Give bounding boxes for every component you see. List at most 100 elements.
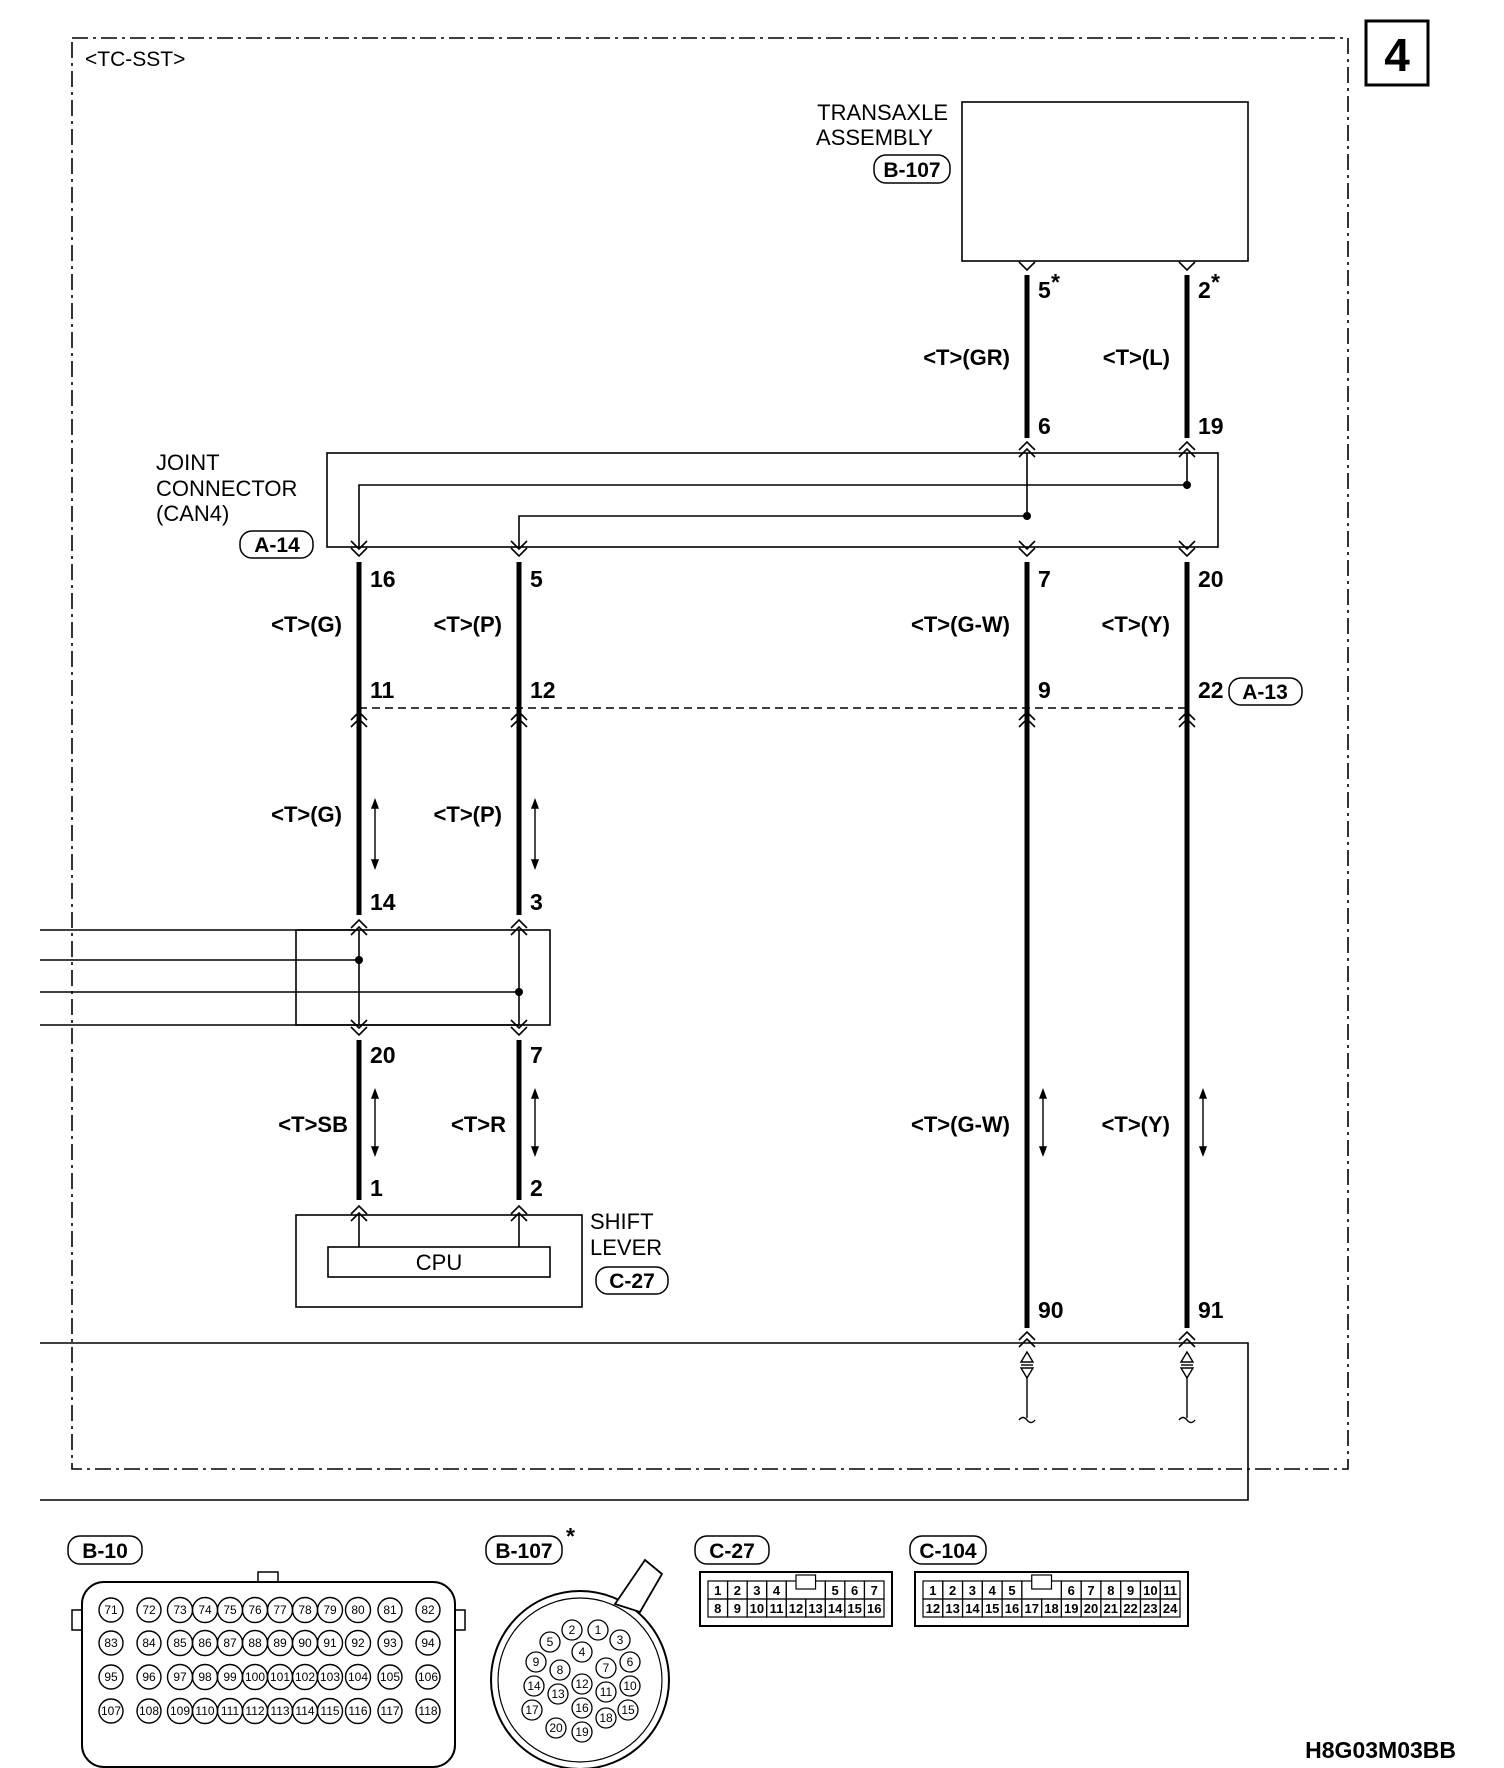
svg-text:113: 113 — [270, 1704, 289, 1718]
svg-text:87: 87 — [223, 1636, 237, 1650]
pin-label: 9 — [1038, 677, 1051, 703]
connector-key — [785, 1574, 826, 1600]
svg-text:11: 11 — [1163, 1583, 1177, 1598]
svg-text:92: 92 — [351, 1636, 365, 1650]
connector-pin: 1 — [707, 1580, 729, 1600]
connector-pin: 10 — [1139, 1580, 1161, 1600]
connector-pin: 17 — [1021, 1598, 1043, 1618]
pin-label: 5 — [530, 566, 543, 592]
star-mark: * — [566, 1523, 575, 1549]
connector-pin: 7 — [1080, 1580, 1102, 1600]
svg-text:112: 112 — [245, 1704, 264, 1718]
b107-pin: 20 — [545, 1717, 567, 1739]
pin-label: 90 — [1038, 1297, 1064, 1323]
pin-label: 14 — [370, 889, 396, 915]
b10-pin: 97 — [166, 1663, 194, 1691]
transaxle-assembly: TRANSAXLE ASSEMBLY B-107 — [816, 100, 1249, 262]
connector-chevron — [510, 710, 528, 728]
b10-pin: 114 — [291, 1697, 319, 1725]
svg-text:10: 10 — [1143, 1583, 1157, 1598]
svg-text:78: 78 — [298, 1603, 312, 1617]
connector-pin: 4 — [981, 1580, 1003, 1600]
bidirectional-arrow-icon — [1198, 1088, 1208, 1157]
b10-tag: B-10 — [82, 1540, 128, 1563]
svg-text:6: 6 — [627, 1655, 634, 1669]
svg-text:1: 1 — [595, 1623, 602, 1637]
svg-text:110: 110 — [195, 1704, 214, 1718]
signal-direction-arrows — [370, 798, 1208, 1157]
pin-label: 91 — [1198, 1297, 1224, 1323]
shift-label-1: SHIFT — [590, 1209, 654, 1234]
b10-pin: 88 — [241, 1629, 269, 1657]
b10-pin: 90 — [291, 1629, 319, 1657]
system-label: <TC-SST> — [85, 48, 185, 71]
svg-text:71: 71 — [104, 1603, 118, 1617]
b10-pin: 84 — [136, 1630, 162, 1656]
b107-pin: 4 — [571, 1641, 593, 1663]
pin-label: 11 — [370, 677, 395, 703]
svg-text:94: 94 — [421, 1636, 435, 1650]
svg-text:115: 115 — [320, 1704, 339, 1718]
svg-text:9: 9 — [734, 1601, 741, 1616]
cpu-label: CPU — [416, 1250, 462, 1275]
b10-pin: 93 — [377, 1630, 403, 1656]
connector-pin: 13 — [805, 1598, 826, 1618]
svg-text:117: 117 — [380, 1704, 399, 1718]
b10-pin: 94 — [415, 1630, 441, 1656]
svg-text:93: 93 — [383, 1636, 397, 1650]
b107-tag: B-107 — [495, 1540, 552, 1563]
terminal-continuation-icon — [1178, 1350, 1196, 1424]
b107-pin: 15 — [617, 1699, 639, 1721]
svg-text:84: 84 — [142, 1636, 156, 1650]
svg-text:7: 7 — [871, 1583, 878, 1598]
c104-tag: C-104 — [919, 1540, 977, 1563]
connector-chevron — [1018, 540, 1036, 558]
transaxle-tag-box — [873, 154, 951, 184]
svg-text:81: 81 — [383, 1603, 397, 1617]
connector-chevron — [1018, 1330, 1036, 1348]
svg-text:18: 18 — [599, 1711, 613, 1725]
shift-lever: CPU SHIFT LEVER C-27 — [295, 1209, 669, 1308]
svg-text:103: 103 — [320, 1670, 340, 1684]
connector-chevron — [510, 918, 528, 936]
b107-pin: 7 — [595, 1657, 617, 1679]
connector-pin: 19 — [1060, 1598, 1082, 1618]
b10-pin: 85 — [166, 1629, 194, 1657]
bidirectional-arrow-icon — [530, 798, 540, 870]
svg-text:13: 13 — [551, 1687, 565, 1701]
b10-pin: 83 — [98, 1630, 124, 1656]
connector-chevron — [1178, 440, 1196, 458]
connector-chevron — [350, 540, 368, 558]
svg-text:3: 3 — [617, 1633, 624, 1647]
svg-text:5: 5 — [547, 1635, 554, 1649]
c27-tag-box — [694, 1535, 770, 1565]
b107-pin: 12 — [571, 1673, 593, 1695]
svg-text:16: 16 — [1005, 1601, 1019, 1616]
pin-label: 20 — [370, 1042, 396, 1068]
b10-tag-box — [67, 1535, 143, 1565]
b107-pin: 2 — [561, 1619, 583, 1641]
b10-pin: 102 — [291, 1663, 319, 1691]
b10-pin: 87 — [216, 1629, 244, 1657]
svg-text:73: 73 — [173, 1603, 187, 1617]
pin-label: 22 — [1198, 677, 1224, 703]
b10-pin: 110 — [191, 1697, 219, 1725]
svg-text:6: 6 — [1068, 1583, 1075, 1598]
svg-text:4: 4 — [773, 1583, 781, 1598]
connector-pin: 14 — [961, 1598, 983, 1618]
connector-chevron — [350, 1204, 368, 1222]
b10-pin: 112 — [241, 1697, 269, 1725]
connector-pin: 1 — [922, 1580, 944, 1600]
svg-text:2: 2 — [569, 1623, 576, 1637]
svg-text:18: 18 — [1044, 1601, 1058, 1616]
connector-pin: 18 — [1041, 1598, 1062, 1618]
svg-text:22: 22 — [1123, 1601, 1137, 1616]
b10-pin: 115 — [316, 1697, 344, 1725]
svg-text:19: 19 — [575, 1725, 589, 1739]
connector-pin: 23 — [1139, 1598, 1161, 1618]
wire-color-label: <T>(G-W) — [911, 1112, 1010, 1137]
svg-text:111: 111 — [221, 1704, 240, 1718]
connector-pin: 8 — [707, 1598, 729, 1618]
connector-pin: 6 — [1060, 1580, 1082, 1600]
